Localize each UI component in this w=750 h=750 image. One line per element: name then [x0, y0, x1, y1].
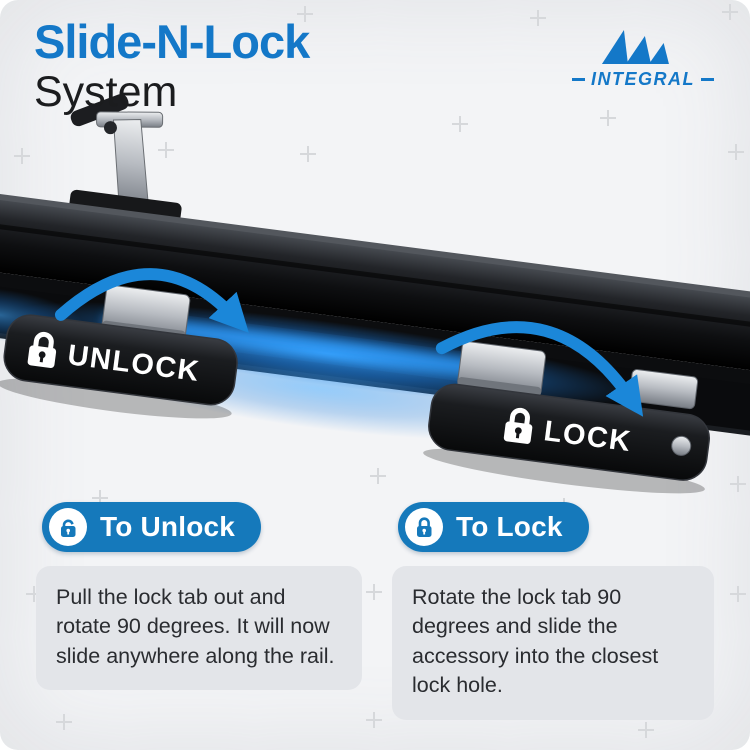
unlock-tab-shadow: [0, 378, 232, 419]
unlock-heading: To Unlock: [100, 511, 236, 542]
lock-heading-pill: To Lock: [398, 502, 589, 552]
plus-decoration: [14, 148, 30, 164]
brand-name: INTEGRAL: [591, 69, 695, 89]
plus-decoration: [530, 10, 546, 26]
logo-rule-right: [701, 78, 714, 81]
rotate-arrow-left: [54, 268, 249, 333]
plus-decoration: [730, 586, 746, 602]
lock-tab-shadow: [423, 448, 705, 494]
instructions-section: To Unlock Pull the lock tab out and rota…: [0, 502, 750, 720]
mountain-peaks-icon: [601, 30, 669, 64]
unlock-instruction-card: Pull the lock tab out and rotate 90 degr…: [36, 566, 362, 691]
lock-instruction-text: Rotate the lock tab 90 degrees and slide…: [412, 585, 659, 698]
plus-decoration: [638, 722, 654, 738]
unlock-heading-pill: To Unlock: [42, 502, 262, 552]
plus-decoration: [158, 142, 174, 158]
header: Slide-N-Lock System: [34, 15, 310, 116]
rotate-arrow-right: [435, 321, 644, 417]
unlock-instruction-text: Pull the lock tab out and rotate 90 degr…: [56, 585, 335, 668]
plus-decoration: [92, 490, 108, 506]
lock-instruction-card: Rotate the lock tab 90 degrees and slide…: [392, 566, 714, 720]
page-title: Slide-N-Lock: [34, 15, 310, 68]
plus-decoration: [366, 712, 382, 728]
rail-illustration: UNLOCK LOCK: [0, 94, 750, 494]
padlock-icon: [503, 407, 533, 444]
plus-decoration: [728, 144, 744, 160]
plus-decoration: [722, 4, 738, 20]
tab-pin: [671, 435, 692, 456]
unlock-instructions: To Unlock Pull the lock tab out and rota…: [36, 502, 362, 720]
page-subtitle: System: [34, 67, 178, 116]
unlock-tab: UNLOCK: [3, 314, 238, 406]
logo-rule-left: [572, 78, 585, 81]
plus-decoration: [452, 116, 468, 132]
lock-heading: To Lock: [456, 511, 563, 542]
plus-decoration: [297, 6, 313, 22]
brand-logo: INTEGRAL: [568, 24, 718, 90]
padlock-icon: [27, 331, 57, 368]
padlock-open-icon: [49, 508, 87, 546]
rail-scene: UNLOCK LOCK: [0, 94, 750, 556]
lock-instructions: To Lock Rotate the lock tab 90 degrees a…: [392, 502, 714, 720]
plus-decoration: [370, 468, 386, 484]
plus-decoration: [300, 146, 316, 162]
plus-decoration: [366, 584, 382, 600]
plus-decoration: [56, 714, 72, 730]
plus-decoration: [26, 586, 42, 602]
brand-name-row: INTEGRAL: [572, 69, 714, 90]
padlock-closed-icon: [405, 508, 443, 546]
plus-decoration: [730, 476, 746, 492]
plus-decoration: [600, 110, 616, 126]
